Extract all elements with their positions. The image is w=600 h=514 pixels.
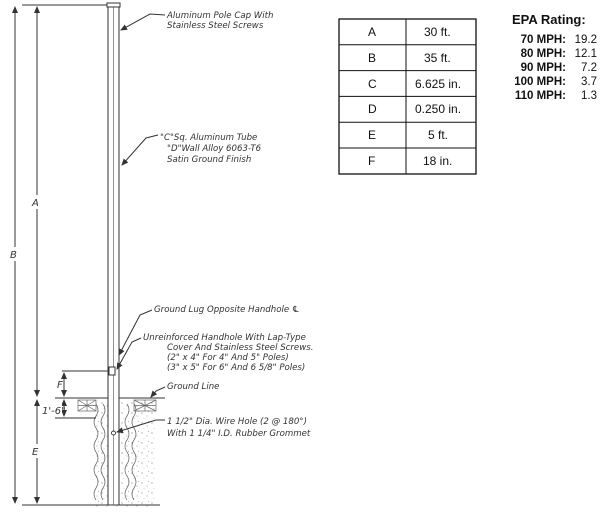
callout-ground-line: Ground Line [167,382,219,392]
epa-value: 1.3 [581,90,597,102]
epa-value: 3.7 [581,76,597,88]
callout-tube-line-1: "C"Sq. Aluminum Tube [160,133,257,143]
epa-speed: 90 MPH: [521,62,566,74]
spec-row: C 6.625 in. [368,77,461,91]
dim-1ft6-label: 1'-6" [42,406,66,417]
wire-hole [111,430,116,436]
spec-row: A 30 ft. [368,25,451,39]
epa-speed: 80 MPH: [521,48,566,60]
callout-ground-line-text: Ground Line [167,382,219,392]
spec-row: B 35 ft. [368,51,451,65]
callout-leaders [116,13,166,434]
callout-cap: Aluminum Pole Cap With Stainless Steel S… [166,11,273,31]
callout-wire-hole: 1 1/2" Dia. Wire Hole (2 @ 180°) With 1 … [167,417,311,439]
spec-table: A 30 ft. B 35 ft. C 6.625 in. D 0.250 in… [338,18,477,175]
foundation [77,399,157,508]
callout-handhole-line-4: (3" x 5" For 6" And 6 5/8" Poles) [167,363,305,373]
spec-row-value: 6.625 in. [415,77,461,91]
callout-tube-line-2: "D"Wall Alloy 6063-T6 [167,144,262,154]
spec-row-value: 0.250 in. [415,102,461,116]
callout-handhole-line-3: (2" x 4" For 4" And 5" Poles) [167,353,289,363]
spec-row-label: D [368,102,377,116]
dim-e-label: E [32,447,39,458]
spec-row-value: 5 ft. [428,128,448,142]
spec-row-value: 35 ft. [424,51,451,65]
epa-speed: 110 MPH: [515,90,566,102]
epa-row: 80 MPH: 12.1 [521,48,597,60]
spec-row: E 5 ft. [368,128,448,142]
pole-shaft [106,2,121,506]
spec-row-value: 30 ft. [424,25,451,39]
epa-row: 110 MPH: 1.3 [515,90,597,102]
epa-row: 100 MPH: 3.7 [514,76,597,88]
epa-row: 70 MPH: 19.2 [521,34,597,46]
callout-handhole: Unreinforced Handhole With Lap-Type Cove… [143,333,313,373]
epa-value: 19.2 [575,34,597,46]
handhole [108,366,116,376]
spec-row-label: E [368,128,376,142]
callout-cap-line-2: Stainless Steel Screws [167,21,264,31]
epa-speed: 70 MPH: [521,34,566,46]
epa-speed: 100 MPH: [514,76,566,88]
callout-tube-line-3: Satin Ground Finish [167,155,251,165]
callout-wire-hole-line-2: With 1 1/4" I.D. Rubber Grommet [167,429,311,439]
pole-cap [106,2,121,8]
epa-value: 7.2 [581,62,597,74]
callout-cap-line-1: Aluminum Pole Cap With [166,11,273,21]
epa-title: EPA Rating: [512,12,586,27]
dim-b-label: B [10,250,17,261]
spec-row-label: B [368,51,376,65]
epa-rating: EPA Rating: 70 MPH: 19.2 80 MPH: 12.1 90… [512,12,597,102]
epa-row: 90 MPH: 7.2 [521,62,597,74]
spec-row: D 0.250 in. [368,102,461,116]
callout-tube: "C"Sq. Aluminum Tube "D"Wall Alloy 6063-… [160,133,262,165]
spec-row-label: C [368,77,377,91]
spec-row-label: F [368,154,375,168]
dimension-lines [12,5,67,504]
callout-wire-hole-line-1: 1 1/2" Dia. Wire Hole (2 @ 180°) [167,417,307,427]
dim-a-label: A [31,198,39,209]
callout-handhole-line-1: Unreinforced Handhole With Lap-Type [143,333,306,343]
dim-f-label: F [57,380,63,391]
spec-row-value: 18 in. [423,154,452,168]
callout-lug-line-1: Ground Lug Opposite Handhole ℄ [154,305,300,315]
spec-row-label: A [368,25,376,39]
epa-value: 12.1 [575,48,597,60]
callout-handhole-line-2: Cover And Stainless Steel Screws. [167,343,313,353]
spec-row: F 18 in. [368,154,452,168]
callout-lug: Ground Lug Opposite Handhole ℄ [154,305,300,315]
